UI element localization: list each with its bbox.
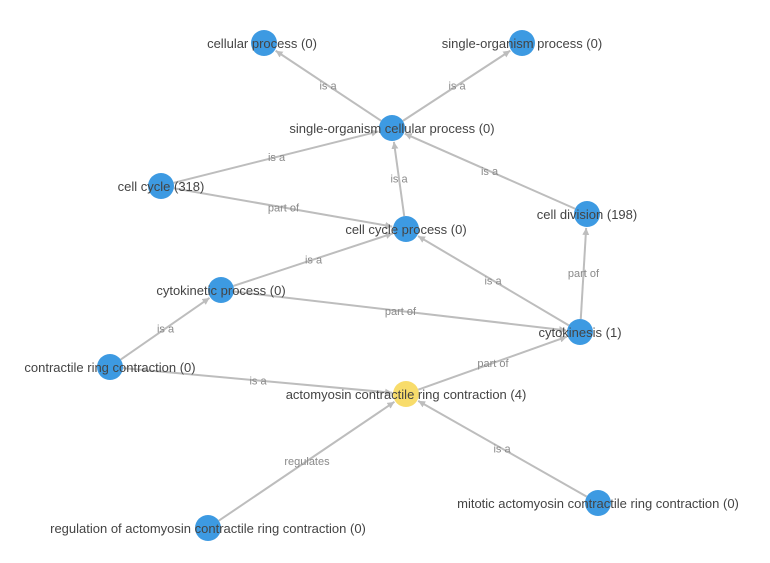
edge-label: is a bbox=[157, 324, 175, 336]
edge-label: is a bbox=[390, 174, 408, 186]
edge-label: part of bbox=[268, 203, 300, 215]
edge-cell-division-to-single-organism-cellular-process bbox=[404, 132, 576, 210]
edge-cytokinetic-process-to-cytokinesis bbox=[233, 290, 567, 334]
node-label-cytokinetic-process: cytokinetic process (0) bbox=[156, 283, 285, 298]
node-cell-division[interactable] bbox=[574, 201, 600, 227]
edge-actomyosin-contractile-ring-contraction-to-cytokinesis bbox=[417, 335, 568, 391]
edge-cell-cycle-process-to-single-organism-cellular-process bbox=[391, 141, 406, 217]
node-label-cellular-process: cellular process (0) bbox=[207, 36, 317, 51]
edge-label: is a bbox=[319, 81, 337, 93]
edge-cytokinesis-to-cell-cycle-process bbox=[417, 235, 570, 327]
node-label-cell-division: cell division (198) bbox=[537, 207, 637, 222]
node-layer bbox=[97, 30, 611, 541]
node-label-layer: cellular process (0) single-organism proc… bbox=[24, 36, 739, 536]
node-label-mitotic-actomyosin-contractile-ring-contraction: mitotic actomyosin contractile ring cont… bbox=[457, 496, 739, 511]
edge-label: part of bbox=[568, 268, 600, 280]
edge-label: is a bbox=[481, 166, 499, 178]
node-label-single-organism-process: single-organism process (0) bbox=[442, 36, 602, 51]
edge-label: is a bbox=[493, 444, 511, 456]
edge-label-layer: is a is a is a is a is a part of is a is a part … bbox=[157, 81, 600, 469]
edge-cytokinetic-process-to-cell-cycle-process bbox=[233, 232, 394, 287]
node-cell-cycle-process[interactable] bbox=[393, 216, 419, 242]
edge-contractile-ring-contraction-to-actomyosin-contractile-ring-contraction bbox=[122, 367, 393, 396]
node-regulation-of-actomyosin-contractile-ring-contraction[interactable] bbox=[195, 515, 221, 541]
node-mitotic-actomyosin-contractile-ring-contraction[interactable] bbox=[585, 490, 611, 516]
edge-label: is a bbox=[305, 255, 323, 267]
node-cytokinetic-process[interactable] bbox=[208, 277, 234, 303]
edge-label: is a bbox=[448, 81, 466, 93]
node-label-cytokinesis: cytokinesis (1) bbox=[538, 325, 621, 340]
edge-contractile-ring-contraction-to-cytokinetic-process bbox=[120, 297, 211, 361]
node-contractile-ring-contraction[interactable] bbox=[97, 354, 123, 380]
node-cellular-process[interactable] bbox=[251, 30, 277, 56]
node-cell-cycle[interactable] bbox=[148, 173, 174, 199]
node-label-contractile-ring-contraction: contractile ring contraction (0) bbox=[24, 360, 195, 375]
node-actomyosin-contractile-ring-contraction[interactable] bbox=[393, 381, 419, 407]
node-label-single-organism-cellular-process: single-organism cellular process (0) bbox=[289, 121, 494, 136]
edge-label: part of bbox=[477, 358, 509, 370]
edge-label: regulates bbox=[284, 456, 330, 468]
edge-regulation-of-actomyosin-contractile-ring-contraction-to-actomyosin-contractile-ring-contraction bbox=[218, 401, 395, 522]
edge-layer bbox=[120, 49, 590, 522]
node-single-organism-cellular-process[interactable] bbox=[379, 115, 405, 141]
edge-label: is a bbox=[249, 376, 267, 388]
node-single-organism-process[interactable] bbox=[509, 30, 535, 56]
edge-label: part of bbox=[385, 306, 417, 318]
edge-cell-cycle-to-cell-cycle-process bbox=[173, 187, 393, 229]
edge-cytokinesis-to-cell-division bbox=[579, 227, 590, 320]
edge-single-organism-cellular-process-to-single-organism-process bbox=[402, 49, 511, 122]
edge-cell-cycle-to-single-organism-cellular-process bbox=[173, 129, 379, 184]
edge-mitotic-actomyosin-contractile-ring-contraction-to-actomyosin-contractile-ring-contraction bbox=[417, 400, 588, 498]
node-label-actomyosin-contractile-ring-contraction: actomyosin contractile ring contraction … bbox=[286, 387, 527, 402]
edge-label: is a bbox=[268, 152, 286, 164]
edge-single-organism-cellular-process-to-cellular-process bbox=[275, 49, 382, 122]
node-label-regulation-of-actomyosin-contractile-ring-contraction: regulation of actomyosin contractile rin… bbox=[50, 521, 366, 536]
node-label-cell-cycle-process: cell cycle process (0) bbox=[345, 222, 466, 237]
node-cytokinesis[interactable] bbox=[567, 319, 593, 345]
node-label-cell-cycle: cell cycle (318) bbox=[118, 179, 205, 194]
edge-label: is a bbox=[484, 276, 502, 288]
